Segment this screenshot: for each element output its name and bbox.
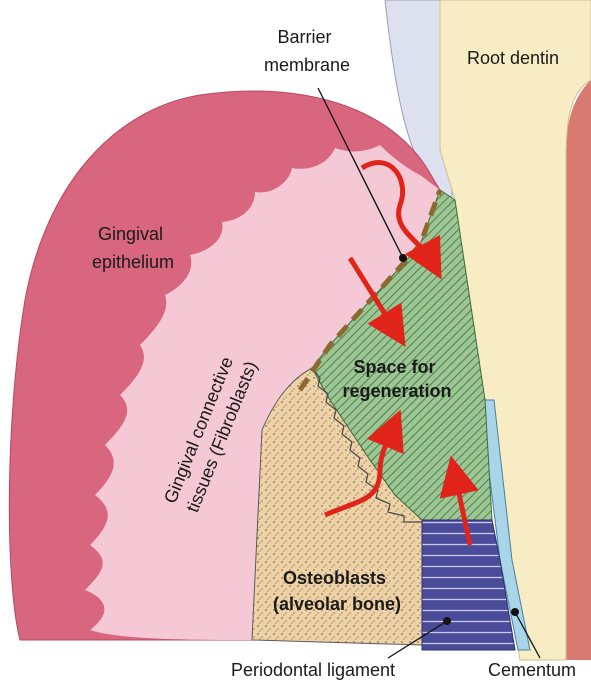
barrier-membrane-dot bbox=[399, 254, 407, 262]
root-dentin-label: Root dentin bbox=[467, 48, 559, 68]
ligament-dot bbox=[443, 617, 451, 625]
periodontal-ligament-label: Periodontal ligament bbox=[231, 660, 395, 680]
pulp-region bbox=[565, 80, 591, 660]
cementum-dot bbox=[511, 608, 519, 616]
barrier-membrane-label: Barrier membrane bbox=[264, 27, 350, 75]
cementum-label: Cementum bbox=[488, 660, 576, 680]
